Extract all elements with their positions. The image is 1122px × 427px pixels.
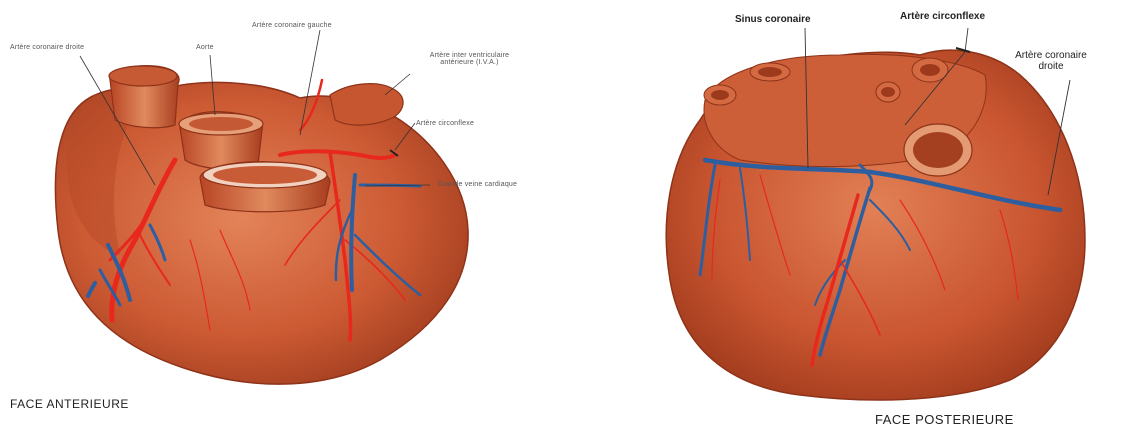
label-coronaire-droite-line1: Artère coronaire [995,50,1107,61]
label-coronaire-droite-posterior: Artère coronaire droite [995,50,1107,72]
posterior-heart [666,28,1085,400]
label-grande-veine: Grande veine cardiaque [438,181,517,188]
caption-face-anterieure: FACE ANTERIEURE [10,397,129,411]
label-coronaire-gauche: Artère coronaire gauche [252,22,332,29]
label-coronaire-droite-anterior: Artère coronaire droite [10,44,84,51]
anterior-heart [55,30,468,384]
caption-face-posterieure: FACE POSTERIEURE [875,412,1014,427]
label-aorte: Aorte [196,44,214,51]
label-coronaire-droite-line2: droite [995,61,1107,72]
label-iva: Artère inter ventriculaire antérieure (I… [402,52,537,66]
label-iva-line1: Artère inter ventriculaire [402,52,537,59]
label-sinus-coronaire: Sinus coronaire [735,14,811,25]
label-circonflexe-posterior: Artère circonflexe [900,11,985,22]
label-circonflexe-anterior: Artère circonflexe [416,120,474,127]
label-iva-line2: antérieure (I.V.A.) [402,59,537,66]
